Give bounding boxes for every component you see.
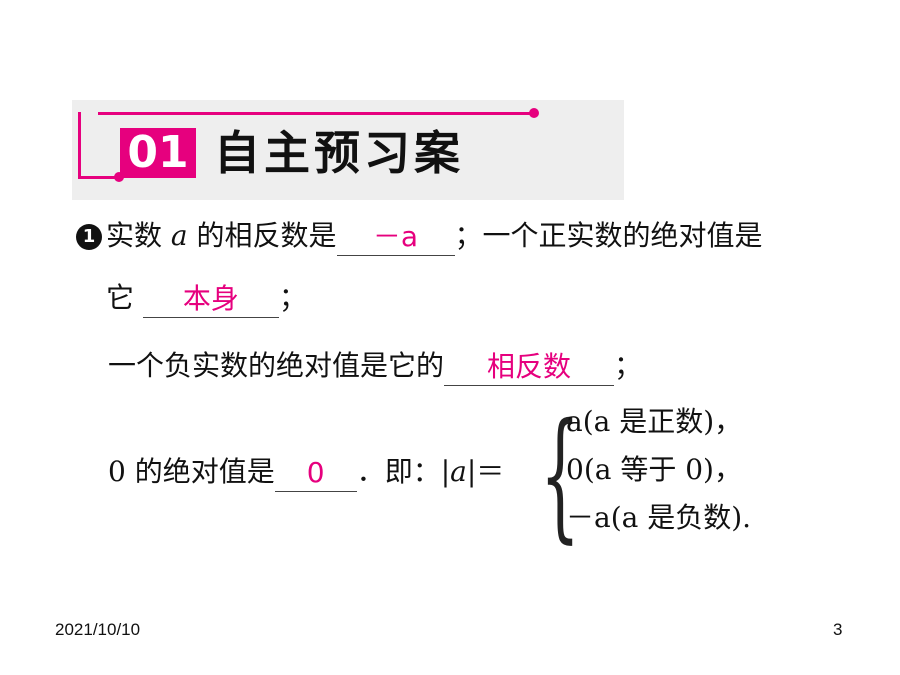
header-accent-line-bottom [78,176,118,179]
answer-blank-3: 相反数 [444,349,615,386]
question-line-3: 一个负实数的绝对值是它的相反数； [108,346,642,386]
text: ； [614,349,643,382]
text: 的相反数是 [187,219,337,252]
footer-date: 2021/10/10 [55,620,141,639]
text: ；一个正实数的绝对值是 [454,219,763,252]
case-negative: －a(a 是负数). [566,501,752,534]
text: |＝ [466,455,505,488]
header-accent-line-top [98,112,534,115]
header-accent-dot-top [529,108,539,118]
variable-a: a [450,455,467,488]
header-accent-line-left [78,112,81,178]
text: 它 [106,281,135,314]
question-line-2: 它 本身； [106,278,307,318]
section-title: 自主预习案 [214,126,464,180]
text: 一个负实数的绝对值是它的 [108,349,445,382]
answer-blank-2: 本身 [142,281,279,318]
text: ．即：| [356,455,451,488]
answer-blank-4: 0 [274,455,357,492]
case-zero: 0(a 等于 0)， [566,453,742,486]
section-number: 01 [120,128,196,178]
header-accent-dot-bottom [114,172,124,182]
text: 0 的绝对值是 [108,455,275,488]
text: 实数 [106,219,171,252]
piecewise-brace: { [540,394,581,557]
variable-a: a [170,219,188,252]
page-number: 3 [833,620,843,639]
case-positive: a(a 是正数)， [566,405,743,438]
text: ； [278,281,307,314]
answer-blank-1: －a [336,219,455,256]
question-number-badge: 1 [76,224,102,250]
